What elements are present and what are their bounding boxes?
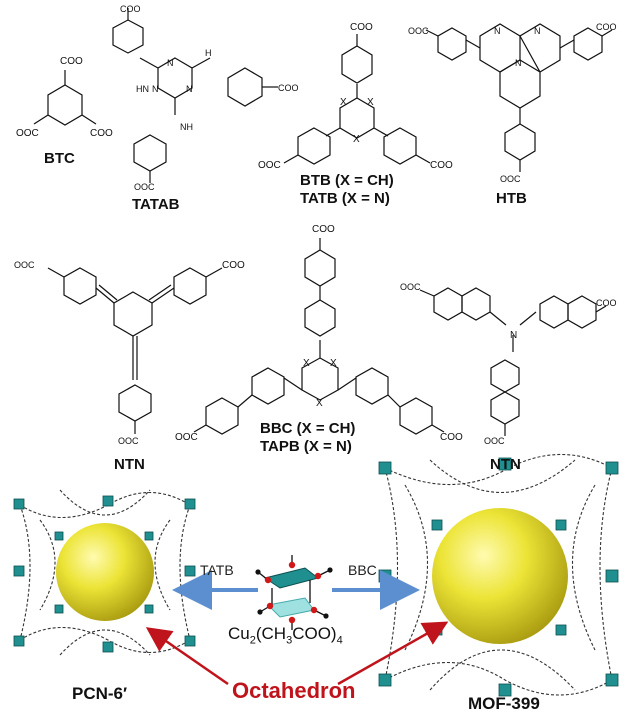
htb-structure [425, 23, 613, 172]
n-label: N [167, 58, 174, 68]
ooc-label: OOC [134, 182, 155, 192]
coo-label: COO [90, 128, 113, 139]
arrow-label-tatb: TATB [200, 562, 234, 578]
ntn-left-structure [47, 267, 223, 434]
label-ntn-left: NTN [114, 456, 145, 473]
nh-label: NH [180, 122, 193, 132]
ooc-label: OOC [500, 174, 521, 184]
coo-label: COO [596, 22, 617, 32]
octahedron-label: Octahedron [232, 678, 356, 703]
n-label: N [186, 84, 193, 94]
label-btb: BTB (X = CH) [300, 172, 394, 189]
n-label: N [515, 58, 522, 68]
label-bbc: BBC (X = CH) [260, 420, 356, 437]
ooc-label: OOC [14, 260, 35, 270]
coo-label: COO [60, 56, 83, 67]
cluster-formula: Cu2(CH3COO)4 [228, 624, 343, 647]
x-label: X [353, 134, 360, 145]
ooc-label: OOC [118, 436, 139, 446]
n-label: N [510, 330, 517, 341]
ooc-label: OOC [175, 432, 198, 443]
coo-label: COO [440, 432, 463, 443]
paddlewheel-cluster [255, 555, 333, 630]
pcn6-framework [13, 489, 196, 656]
label-tapb: TAPB (X = N) [260, 438, 352, 455]
ooc-label: OOC [16, 128, 39, 139]
n-label: N [534, 26, 541, 36]
x-label: X [303, 358, 310, 369]
btc-structure [33, 70, 97, 126]
coo-label: COO [222, 260, 245, 271]
label-btc: BTC [44, 150, 75, 167]
coo-label: COO [120, 4, 141, 14]
yellow-sphere [432, 508, 568, 644]
x-label: X [340, 97, 347, 108]
n-label: N [152, 84, 159, 94]
label-ntn-right: NTN [490, 456, 521, 473]
ooc-label: OOC [484, 436, 505, 446]
label-mof399: MOF-399 [468, 694, 540, 713]
label-pcn6: PCN-6′ [72, 684, 128, 703]
ooc-label: OOC [400, 282, 421, 292]
label-htb: HTB [496, 190, 527, 207]
bbc-structure [193, 238, 445, 435]
arrow-label-bbc: BBC [348, 562, 377, 578]
x-label: X [330, 358, 337, 369]
mof399-framework [378, 453, 619, 697]
coo-label: COO [312, 224, 335, 235]
ntn-right-structure [419, 287, 607, 436]
x-label: X [316, 398, 323, 409]
annotation-arrow-left [145, 627, 229, 686]
tatab-structure [112, 8, 278, 183]
coo-label: COO [430, 160, 453, 171]
n-label: N [494, 26, 501, 36]
btb-structure [283, 34, 431, 165]
annotation-arrow-right [337, 621, 449, 686]
h-label: H [205, 48, 212, 58]
coo-label: COO [278, 83, 299, 93]
coo-label: COO [596, 298, 617, 308]
coo-label: COO [350, 22, 373, 33]
label-tatab: TATAB [132, 196, 180, 213]
hn-label: HN [136, 84, 149, 94]
x-label: X [367, 97, 374, 108]
label-tatb: TATB (X = N) [300, 190, 390, 207]
ooc-label: OOC [258, 160, 281, 171]
ooc-label: OOC [408, 26, 429, 36]
yellow-sphere [56, 523, 154, 621]
